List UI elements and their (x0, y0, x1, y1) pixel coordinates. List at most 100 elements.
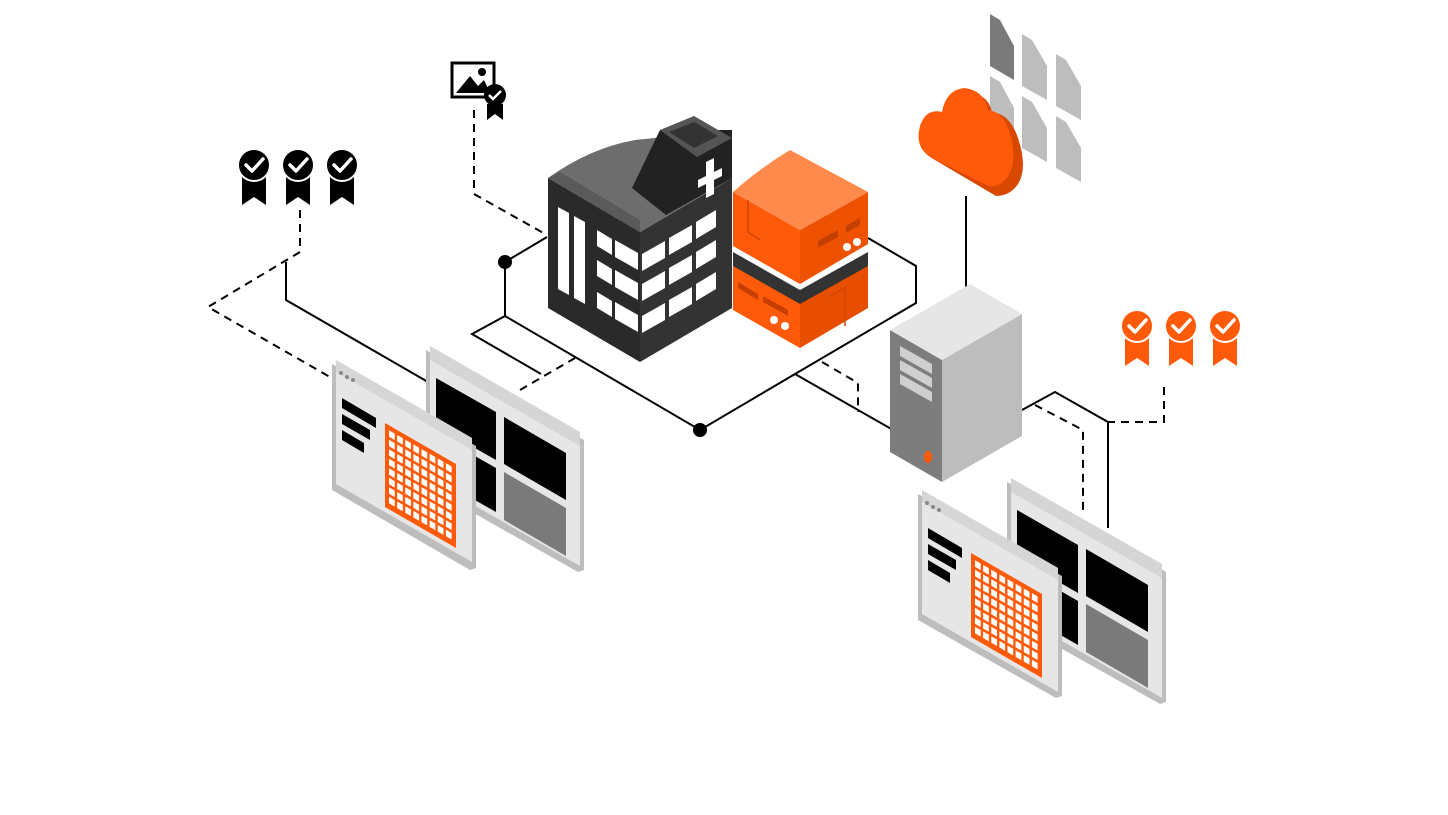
grid-cell (437, 496, 444, 507)
orange-server-stack-icon (733, 150, 868, 348)
grid-cell (429, 472, 436, 483)
grid-cell (445, 501, 452, 511)
certified-badge-icon (325, 148, 359, 205)
grid-cell (983, 612, 989, 623)
black-badges-dashed-link (206, 210, 331, 378)
grid-cell (445, 510, 452, 521)
grid-cell (1007, 607, 1014, 618)
grid-cell (389, 477, 395, 488)
grid-cell (1031, 621, 1038, 632)
orange-grid-chart (385, 423, 456, 548)
grid-cell (1015, 593, 1022, 604)
grid-cell (397, 444, 403, 455)
grid-cell (1031, 602, 1038, 613)
grid-cell (405, 458, 411, 469)
cloud-icon (918, 88, 1023, 196)
grid-cell (975, 617, 981, 628)
grid-cell (1023, 626, 1030, 637)
certified-badge-icon (1164, 309, 1198, 366)
medical-cross-icon (698, 158, 722, 198)
orange-badges-dashed-link (1108, 387, 1165, 423)
grid-cell (413, 510, 420, 521)
grid-cell (983, 565, 989, 575)
status-light (843, 243, 851, 251)
grid-cell (991, 617, 997, 627)
tower-link-line (794, 373, 894, 431)
grid-cell (1031, 650, 1038, 660)
grid-cell (983, 593, 989, 604)
grid-cell (437, 486, 444, 497)
grid-cell (999, 621, 1006, 632)
status-light (770, 316, 778, 324)
grid-cell (1007, 598, 1014, 608)
grid-cell (405, 439, 411, 450)
grid-cell (1007, 617, 1014, 627)
left-dashboard-link (285, 262, 429, 383)
grid-cell (437, 477, 444, 488)
grid-cell (421, 506, 428, 516)
grid-cell (421, 496, 428, 507)
grid-cell (389, 487, 395, 498)
grid-cell (991, 626, 997, 637)
grid-cell (1007, 645, 1014, 656)
grid-cell (397, 492, 403, 502)
certified-badge-icon (1120, 309, 1154, 366)
grid-cell (397, 454, 403, 464)
grid-cell (429, 482, 436, 493)
certified-badge-icon (1208, 309, 1242, 366)
grid-cell (1031, 612, 1038, 622)
grid-cell (1023, 645, 1030, 656)
junction-dot-left (498, 255, 512, 269)
grid-cell (389, 449, 395, 460)
grid-cell (975, 588, 981, 599)
right-dashboard-dashed-link (1034, 404, 1084, 510)
grid-cell (1031, 640, 1038, 651)
certified-badges-layer (237, 148, 1242, 366)
grid-cell (437, 524, 444, 535)
dashboard-window-icon (332, 360, 476, 570)
grid-cell (429, 510, 436, 521)
hospital-building-icon (548, 116, 732, 362)
dashed-lines (206, 110, 1165, 510)
grid-cell (445, 472, 452, 483)
status-light (853, 238, 861, 246)
grid-cell (437, 467, 444, 478)
grid-cell (437, 458, 444, 469)
grid-cell (397, 435, 403, 445)
black-badge-group (237, 148, 359, 205)
grid-cell (413, 501, 420, 512)
grid-cell (405, 468, 411, 478)
grid-cell (445, 463, 452, 473)
grid-cell (1031, 593, 1038, 603)
grid-cell (1015, 640, 1022, 651)
grid-cell (1015, 612, 1022, 623)
grid-cell (975, 598, 981, 609)
grid-cell (405, 477, 411, 488)
grid-cell (421, 449, 428, 459)
junction-dot-bottom (693, 423, 707, 437)
grid-cell (983, 622, 989, 632)
right-dashboard-group (918, 478, 1166, 704)
left-dashboard-group (332, 346, 584, 572)
grid-cell (421, 468, 428, 478)
grid-cell (429, 491, 436, 502)
orange-badge-group (1120, 309, 1242, 366)
grid-cell (413, 472, 420, 483)
grid-cell (413, 491, 420, 502)
grid-cell (421, 487, 428, 497)
grid-cell (445, 520, 452, 530)
grid-cell (405, 487, 411, 497)
grid-cell (413, 444, 420, 455)
certified-badge-icon (237, 148, 271, 205)
dashboard-window-icon (1007, 478, 1166, 704)
grid-cell (975, 626, 981, 637)
grid-cell (991, 579, 997, 589)
grid-cell (983, 574, 989, 585)
grid-cell (429, 520, 436, 531)
grid-cell (975, 569, 981, 580)
grid-cell (421, 515, 428, 526)
grid-cell (1015, 650, 1022, 661)
certified-badge-icon (281, 148, 315, 205)
grid-cell (1015, 602, 1022, 613)
